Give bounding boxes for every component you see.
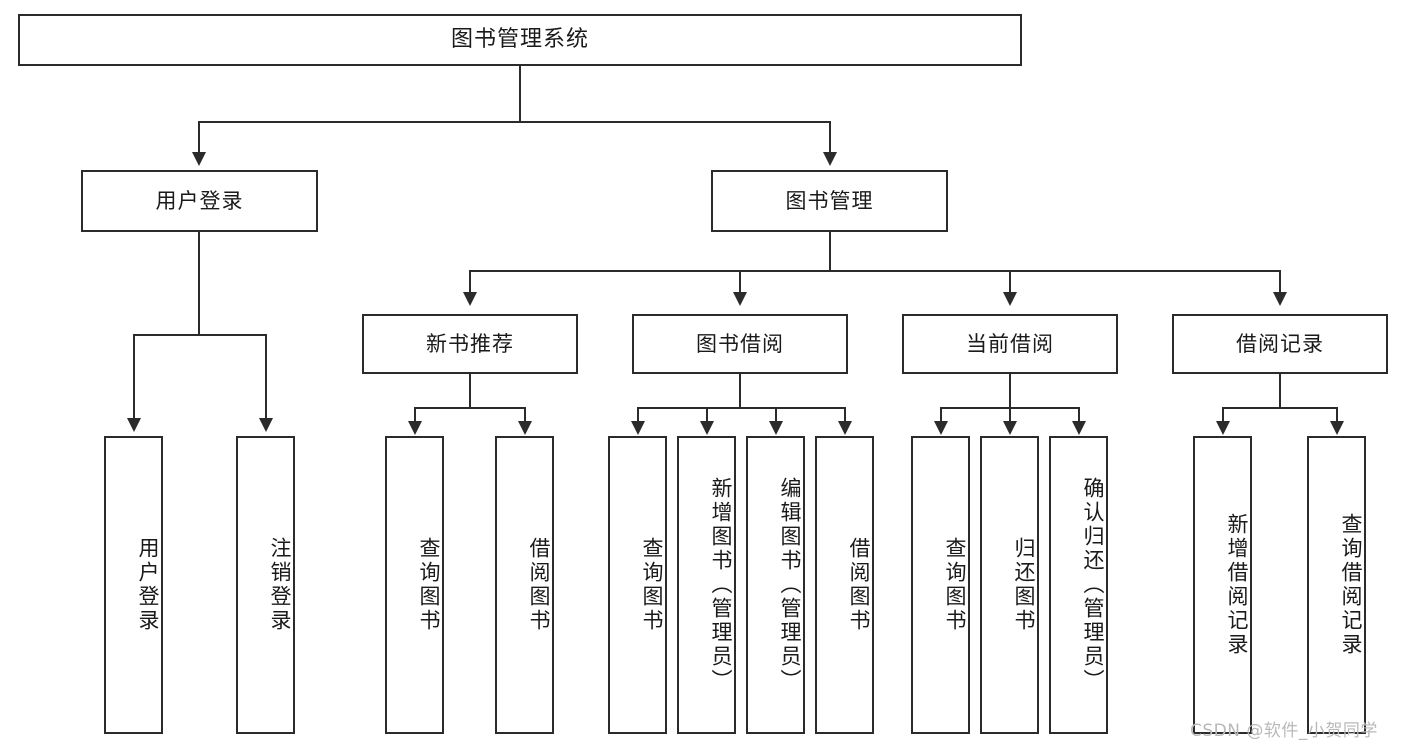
node-root-book-management-system[interactable]: 图书管理系统 (18, 14, 1022, 66)
node-label: 查询图书 (640, 537, 664, 633)
leaf-query-book-borrow[interactable]: 查询图书 (608, 436, 667, 734)
node-current-borrow[interactable]: 当前借阅 (902, 314, 1118, 374)
edge-book-manage-bus (469, 270, 1281, 272)
node-label: 用户登录 (155, 188, 244, 213)
edge-book-borrow-to-leaf-4 (844, 407, 846, 423)
edge-root-stem (519, 66, 521, 122)
edge-book-manage-to-borrow-record (1279, 270, 1281, 294)
edge-current-borrow-to-leaf-1 (940, 407, 942, 423)
node-label: 当前借阅 (966, 331, 1054, 356)
edge-book-borrow-stem (739, 374, 741, 409)
node-book-borrow[interactable]: 图书借阅 (632, 314, 848, 374)
node-label: 编辑图书（管理员） (778, 477, 802, 693)
arrowhead-current-borrow-leaf-1 (934, 421, 948, 435)
arrowhead-book-borrow-leaf-4 (838, 421, 852, 435)
leaf-add-book-admin[interactable]: 新增图书（管理员） (677, 436, 736, 734)
arrowhead-current-borrow-leaf-2 (1003, 421, 1017, 435)
node-label: 新书推荐 (426, 331, 514, 356)
leaf-query-book-current[interactable]: 查询图书 (911, 436, 970, 734)
arrowhead-user-login-leaf-2 (259, 418, 273, 432)
node-label: 图书借阅 (696, 331, 784, 356)
node-borrow-record[interactable]: 借阅记录 (1172, 314, 1388, 374)
edge-book-manage-to-book-borrow (739, 270, 741, 294)
arrowhead-book-manage-current-borrow (1003, 292, 1017, 306)
edge-new-book-to-leaf-2 (524, 407, 526, 423)
arrowhead-borrow-record-leaf-1 (1216, 421, 1230, 435)
edge-root-to-book-manage (829, 121, 831, 154)
node-label: 用户登录 (136, 537, 160, 633)
leaf-borrow-book-borrow[interactable]: 借阅图书 (815, 436, 874, 734)
node-label: 归还图书 (1012, 537, 1036, 633)
node-label: 借阅图书 (847, 537, 871, 633)
edge-new-book-bus (414, 407, 526, 409)
edge-book-borrow-to-leaf-2 (706, 407, 708, 423)
edge-root-bus (198, 121, 831, 123)
edge-root-to-user-login (198, 121, 200, 154)
edge-book-borrow-to-leaf-1 (637, 407, 639, 423)
node-label: 查询借阅记录 (1339, 513, 1363, 657)
edge-current-borrow-to-leaf-3 (1078, 407, 1080, 423)
node-label: 借阅记录 (1236, 331, 1324, 356)
arrowhead-book-borrow-leaf-2 (700, 421, 714, 435)
node-user-login[interactable]: 用户登录 (81, 170, 318, 232)
arrowhead-book-manage-borrow-record (1273, 292, 1287, 306)
node-label: 图书管理系统 (450, 27, 589, 53)
leaf-borrow-book-new-book[interactable]: 借阅图书 (495, 436, 554, 734)
edge-user-login-stem (198, 232, 200, 335)
edge-user-login-to-leaf-1 (133, 334, 135, 420)
node-label: 借阅图书 (527, 537, 551, 633)
edge-book-manage-to-new-book (469, 270, 471, 294)
csdn-watermark: CSDN @软件_小贺同学 (1190, 721, 1378, 741)
arrowhead-new-book-leaf-1 (408, 421, 422, 435)
edge-user-login-bus (133, 334, 266, 336)
edge-borrow-record-bus (1222, 407, 1338, 409)
node-new-book-recommend[interactable]: 新书推荐 (362, 314, 578, 374)
edge-user-login-to-leaf-2 (265, 334, 267, 420)
node-label: 查询图书 (417, 537, 441, 633)
edge-current-borrow-to-leaf-2 (1009, 407, 1011, 423)
arrowhead-current-borrow-leaf-3 (1072, 421, 1086, 435)
leaf-query-borrow-record[interactable]: 查询借阅记录 (1307, 436, 1366, 734)
arrowhead-borrow-record-leaf-2 (1330, 421, 1344, 435)
edge-borrow-record-to-leaf-2 (1336, 407, 1338, 423)
arrowhead-root-to-book-manage (823, 152, 837, 166)
node-label: 新增图书（管理员） (709, 477, 733, 693)
edge-borrow-record-stem (1279, 374, 1281, 409)
node-label: 注销登录 (268, 537, 292, 633)
node-label: 图书管理 (785, 188, 874, 213)
node-label: 确认归还（管理员） (1081, 477, 1105, 693)
edge-current-borrow-stem (1009, 374, 1011, 409)
arrowhead-root-to-user-login (192, 152, 206, 166)
edge-book-borrow-bus (637, 407, 845, 409)
leaf-edit-book-admin[interactable]: 编辑图书（管理员） (746, 436, 805, 734)
node-label: 查询图书 (943, 537, 967, 633)
edge-book-manage-stem (829, 232, 831, 272)
arrowhead-book-borrow-leaf-3 (769, 421, 783, 435)
node-book-management[interactable]: 图书管理 (711, 170, 948, 232)
leaf-logout-login[interactable]: 注销登录 (236, 436, 295, 734)
edge-new-book-stem (469, 374, 471, 409)
arrowhead-book-manage-new-book (463, 292, 477, 306)
edge-borrow-record-to-leaf-1 (1222, 407, 1224, 423)
arrowhead-book-borrow-leaf-1 (631, 421, 645, 435)
edge-book-manage-to-current-borrow (1009, 270, 1011, 294)
leaf-user-login[interactable]: 用户登录 (104, 436, 163, 734)
leaf-confirm-return-admin[interactable]: 确认归还（管理员） (1049, 436, 1108, 734)
arrowhead-user-login-leaf-1 (127, 418, 141, 432)
leaf-query-book-new-book[interactable]: 查询图书 (385, 436, 444, 734)
leaf-return-book[interactable]: 归还图书 (980, 436, 1039, 734)
edge-new-book-to-leaf-1 (414, 407, 416, 423)
leaf-add-borrow-record[interactable]: 新增借阅记录 (1193, 436, 1252, 734)
arrowhead-new-book-leaf-2 (518, 421, 532, 435)
node-label: 新增借阅记录 (1225, 513, 1249, 657)
edge-book-borrow-to-leaf-3 (775, 407, 777, 423)
arrowhead-book-manage-book-borrow (733, 292, 747, 306)
